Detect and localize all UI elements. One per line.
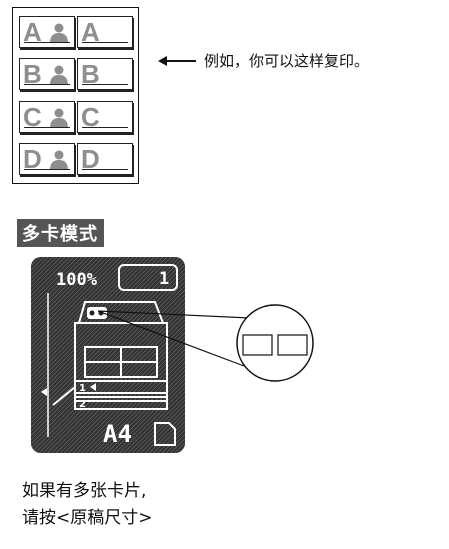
person-icon: [50, 23, 68, 43]
tile-underline: [82, 42, 128, 43]
tile-letter: A: [23, 17, 42, 47]
tile-letter: B: [23, 59, 42, 89]
tile-underline: [24, 127, 70, 128]
instruction-line-1: 如果有多张卡片,: [22, 481, 147, 501]
card-tile-d: D: [77, 143, 133, 175]
card-tile-c: C: [77, 101, 133, 133]
mode-title: 多卡模式: [17, 219, 104, 247]
card-tile-b: B: [77, 58, 133, 90]
tile-underline: [82, 84, 128, 85]
tile-letter: A: [81, 17, 100, 47]
lcd-copies: 1: [159, 269, 169, 289]
lcd-paper-size: A4: [103, 420, 132, 448]
card-tile-a-photo: A: [19, 16, 75, 48]
tile-underline: [82, 127, 128, 128]
tile-letter: D: [23, 144, 42, 174]
lcd-zoom: 100%: [56, 270, 98, 290]
tile-underline: [82, 169, 128, 170]
lcd-display: 100% 1 1 2 A4: [31, 257, 185, 453]
person-icon: [50, 108, 68, 128]
multi-card-icon: [87, 307, 107, 319]
arrow-left-icon: [158, 55, 196, 66]
tile-letter: D: [81, 144, 100, 174]
tray-label-2: 2: [79, 399, 86, 410]
tile-underline: [24, 169, 70, 170]
card-layout-illustration: A A B B C C D: [12, 7, 139, 184]
tile-underline: [24, 84, 70, 85]
tile-letter: B: [81, 59, 100, 89]
tray-label-1: 1: [79, 383, 86, 394]
card-tile-a: A: [77, 16, 133, 48]
card-tile-d-photo: D: [19, 143, 75, 175]
tile-letter: C: [81, 102, 100, 132]
paper-icon: [154, 422, 176, 446]
tile-underline: [24, 42, 70, 43]
card-tile-c-photo: C: [19, 101, 75, 133]
person-icon: [50, 65, 68, 85]
person-icon: [50, 150, 68, 170]
instruction-text: 如果有多张卡片, 请按<原稿尺寸>: [22, 478, 153, 532]
example-callout: 例如，你可以这样复印。: [158, 50, 369, 71]
card-tile-b-photo: B: [19, 58, 75, 90]
tile-letter: C: [23, 102, 42, 132]
example-caption: 例如，你可以这样复印。: [204, 52, 370, 70]
instruction-line-2: 请按<原稿尺寸>: [22, 508, 153, 528]
